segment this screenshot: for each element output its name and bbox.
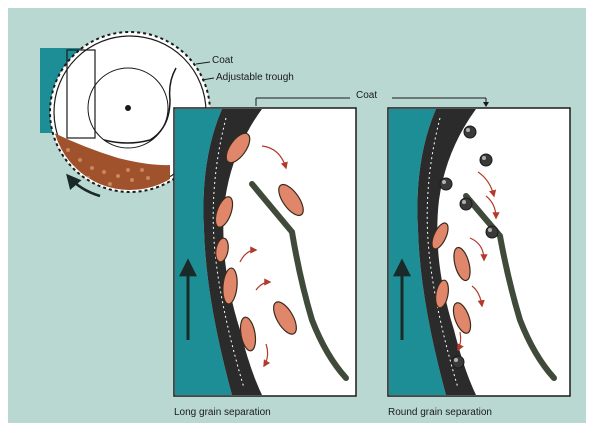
long-grain-caption: Long grain separation bbox=[174, 407, 271, 418]
long-grain-panel bbox=[174, 108, 356, 396]
coat-leader-line bbox=[196, 62, 210, 64]
adjustable-trough-label: Adjustable trough bbox=[216, 72, 294, 83]
coat-drum-label: Coat bbox=[212, 55, 233, 66]
round-grain-caption: Round grain separation bbox=[388, 407, 492, 418]
round-grain-panel bbox=[388, 108, 570, 396]
coat-top-label: Coat bbox=[356, 90, 377, 101]
drum-axle bbox=[125, 105, 131, 111]
